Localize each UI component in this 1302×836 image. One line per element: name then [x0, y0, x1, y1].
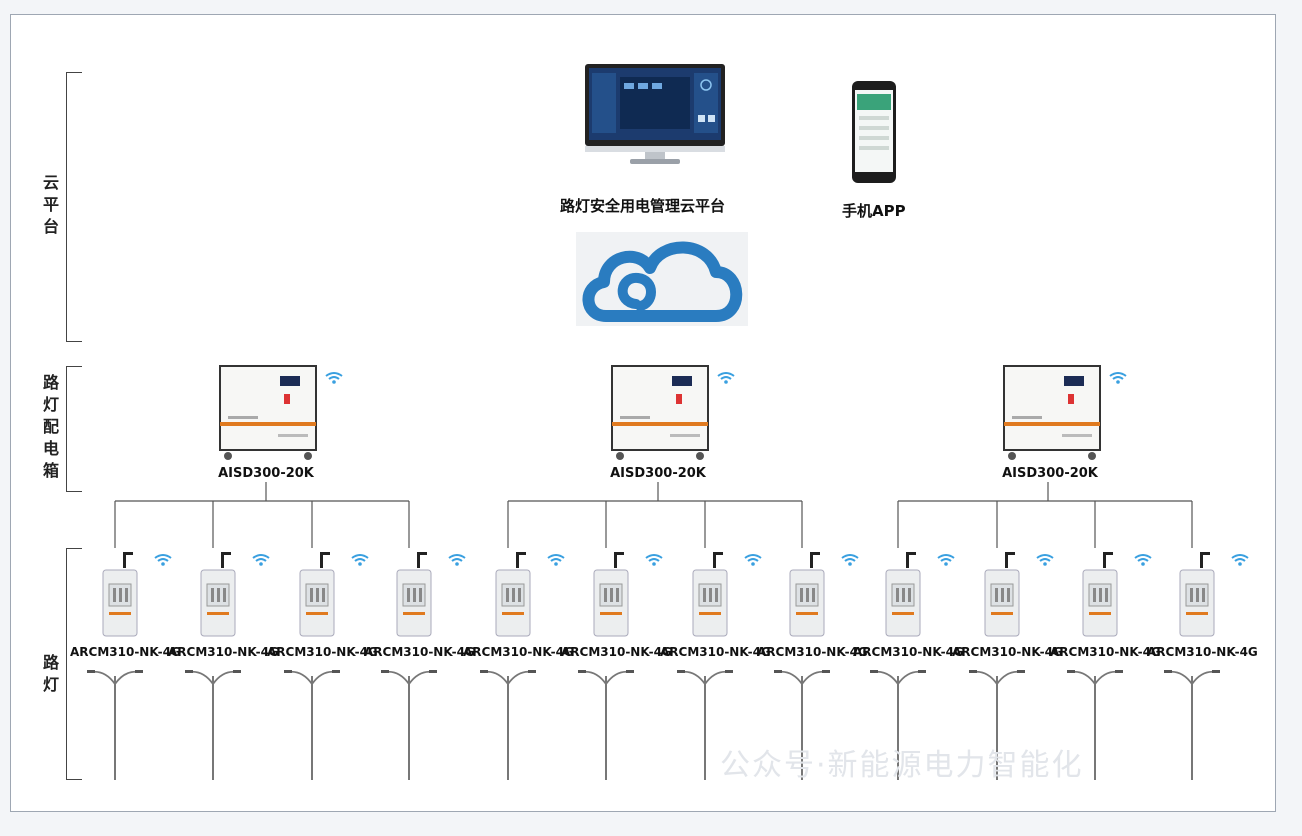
- street-lamp-icon: [183, 662, 243, 782]
- zone-char: 配: [42, 417, 59, 436]
- meter-device: [1174, 550, 1246, 640]
- meter-device: [880, 550, 952, 640]
- meter-label: ARCM310-NK-4G: [561, 645, 672, 659]
- distribution-box-label: AISD300-20K: [1002, 466, 1098, 481]
- monitor-icon: [585, 64, 725, 164]
- meter-device: [588, 550, 660, 640]
- meter-label: ARCM310-NK-4G: [757, 645, 868, 659]
- distribution-box-icon: [611, 365, 709, 460]
- zone-char: 箱: [42, 461, 59, 480]
- zone-label-lamp: 路 灯: [40, 652, 62, 696]
- meter-device-icon: [692, 552, 728, 637]
- cloud-panel: [576, 232, 748, 326]
- wifi-icon: [743, 552, 763, 566]
- distribution-box-label: AISD300-20K: [218, 466, 314, 481]
- distribution-box-icon: [1003, 365, 1101, 460]
- zone-char: 路: [42, 373, 59, 392]
- meter-label: ARCM310-NK-4G: [952, 645, 1063, 659]
- cloud-icon: [582, 241, 743, 322]
- zone-label-box: 路 灯 配 电 箱: [40, 372, 62, 482]
- meter-device: [97, 550, 169, 640]
- wifi-icon: [324, 370, 344, 384]
- meter-label: ARCM310-NK-4G: [168, 645, 279, 659]
- box-zone-bracket: [66, 366, 82, 492]
- zone-char: 路: [42, 653, 59, 672]
- zone-char: 电: [42, 439, 59, 458]
- street-lamp-icon: [675, 662, 735, 782]
- meter-device: [391, 550, 463, 640]
- distribution-box-icon: [219, 365, 317, 460]
- distribution-box: [1002, 364, 1112, 464]
- street-lamp-icon: [282, 662, 342, 782]
- meter-device-icon: [200, 552, 236, 637]
- wifi-icon: [251, 552, 271, 566]
- meter-device: [687, 550, 759, 640]
- meter-device-icon: [495, 552, 531, 637]
- street-lamp-icon: [1162, 662, 1222, 782]
- wifi-icon: [447, 552, 467, 566]
- app-label: 手机APP: [842, 202, 906, 220]
- wifi-icon: [350, 552, 370, 566]
- meter-device-icon: [789, 552, 825, 637]
- wifi-icon: [1108, 370, 1128, 384]
- wifi-icon: [546, 552, 566, 566]
- wifi-icon: [153, 552, 173, 566]
- meter-device: [294, 550, 366, 640]
- street-lamp-icon: [967, 662, 1027, 782]
- wifi-icon: [1133, 552, 1153, 566]
- zone-char: 平: [42, 195, 59, 214]
- meter-label: ARCM310-NK-4G: [1050, 645, 1161, 659]
- meter-device: [1077, 550, 1149, 640]
- meter-label: ARCM310-NK-4G: [853, 645, 964, 659]
- zone-char: 灯: [42, 395, 59, 414]
- meter-device: [490, 550, 562, 640]
- meter-device-icon: [396, 552, 432, 637]
- street-lamp-icon: [379, 662, 439, 782]
- meter-device: [784, 550, 856, 640]
- meter-label: ARCM310-NK-4G: [267, 645, 378, 659]
- meter-label: ARCM310-NK-4G: [70, 645, 181, 659]
- meter-device-icon: [984, 552, 1020, 637]
- wifi-icon: [840, 552, 860, 566]
- meter-device-icon: [593, 552, 629, 637]
- wifi-icon: [1035, 552, 1055, 566]
- meter-device-icon: [299, 552, 335, 637]
- zone-char: 云: [42, 173, 59, 192]
- distribution-box: [218, 364, 328, 464]
- street-lamp-icon: [1065, 662, 1125, 782]
- street-lamp-icon: [478, 662, 538, 782]
- wifi-icon: [716, 370, 736, 384]
- meter-device: [195, 550, 267, 640]
- wifi-icon: [936, 552, 956, 566]
- street-lamp-icon: [576, 662, 636, 782]
- meter-device-icon: [1082, 552, 1118, 637]
- watermark: 公众号·新能源电力智能化: [720, 748, 1084, 783]
- wifi-icon: [1230, 552, 1250, 566]
- zone-char: 台: [42, 217, 59, 236]
- meter-label: ARCM310-NK-4G: [463, 645, 574, 659]
- zone-char: 灯: [42, 675, 59, 694]
- street-lamp-icon: [85, 662, 145, 782]
- wifi-icon: [644, 552, 664, 566]
- cloud-zone-bracket: [66, 72, 82, 342]
- street-lamp-icon: [868, 662, 928, 782]
- meter-device-icon: [1179, 552, 1215, 637]
- distribution-box-label: AISD300-20K: [610, 466, 706, 481]
- distribution-box: [610, 364, 720, 464]
- meter-label: ARCM310-NK-4G: [1147, 645, 1258, 659]
- meter-device-icon: [885, 552, 921, 637]
- meter-label: ARCM310-NK-4G: [660, 645, 771, 659]
- meter-device: [979, 550, 1051, 640]
- zone-label-cloud: 云 平 台: [40, 172, 62, 238]
- meter-device-icon: [102, 552, 138, 637]
- meter-label: ARCM310-NK-4G: [364, 645, 475, 659]
- phone-icon: [852, 81, 896, 183]
- platform-label: 路灯安全用电管理云平台: [560, 197, 726, 215]
- street-lamp-icon: [772, 662, 832, 782]
- lamp-zone-bracket: [66, 548, 82, 780]
